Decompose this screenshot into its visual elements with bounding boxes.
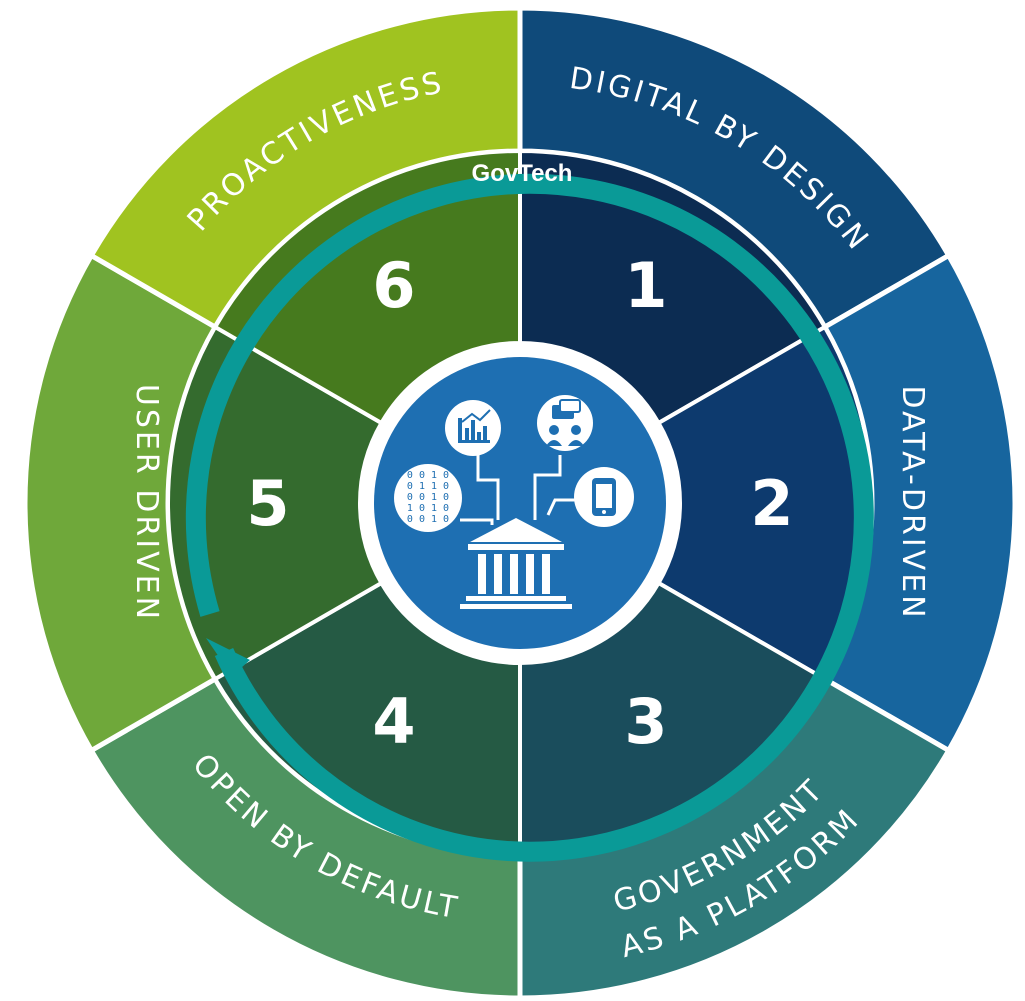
- binary-line: 0 0 1 0: [407, 470, 449, 481]
- center-hub: 0 0 1 00 1 1 00 0 1 01 0 1 00 0 1 0: [362, 345, 678, 661]
- binary-data-icon: 0 0 1 00 1 1 00 0 1 01 0 1 00 0 1 0: [394, 464, 462, 532]
- segment-number-1: 1: [624, 249, 667, 322]
- segment-number-6: 6: [372, 249, 415, 322]
- inner-segment-6: [212, 148, 522, 426]
- cycle-arrow: [185, 173, 874, 862]
- bar-chart-icon: [445, 400, 501, 456]
- inner-segment-1: [518, 148, 828, 426]
- mobile-phone-icon: [574, 467, 634, 527]
- binary-line: 0 1 1 0: [407, 481, 449, 492]
- segment-number-2: 2: [750, 467, 793, 540]
- chat-people-icon: [537, 395, 593, 451]
- binary-line: 1 0 1 0: [407, 503, 449, 514]
- binary-line: 0 0 1 0: [407, 492, 449, 503]
- segment-label-2: DATA-DRIVEN: [895, 385, 930, 620]
- government-building-icon: [460, 518, 572, 609]
- segment-label-5: USER DRIVEN: [129, 384, 164, 622]
- segment-number-4: 4: [372, 685, 415, 758]
- segment-number-3: 3: [624, 685, 667, 758]
- brand-label: GovTech: [472, 160, 573, 187]
- binary-line: 0 0 1 0: [407, 514, 449, 525]
- segment-number-5: 5: [246, 467, 289, 540]
- connector-lines: [460, 455, 580, 525]
